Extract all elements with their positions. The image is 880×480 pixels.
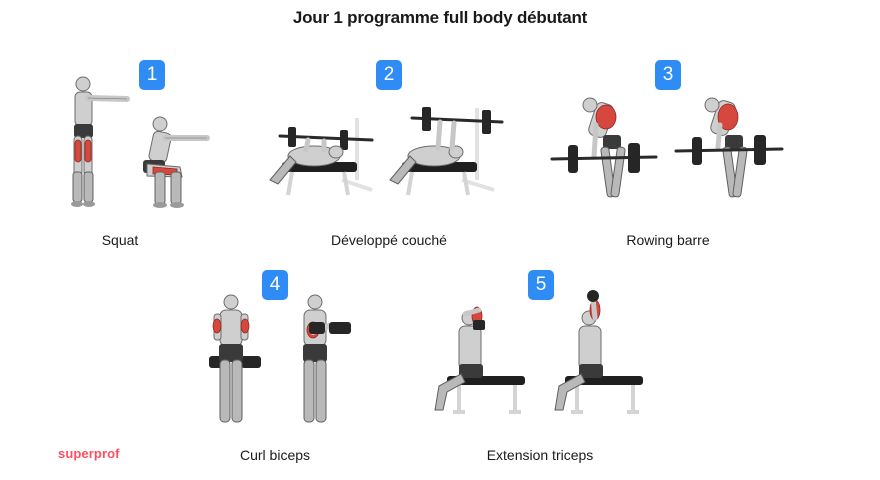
- exercise-label-triceps-extension: Extension triceps: [486, 447, 594, 463]
- biceps-curl-illustration: [209, 294, 351, 423]
- exercise-label-bench-press: Développé couché: [331, 232, 447, 248]
- squat-standing-figure: [71, 76, 130, 207]
- biceps-curl-raised: [303, 294, 351, 423]
- brand-logo: superprof: [58, 446, 120, 461]
- biceps-curl-lowered: [209, 294, 261, 423]
- exercise-number-badge-5: 5: [528, 270, 554, 300]
- squat-lowered-figure: [143, 116, 210, 208]
- exercise-number-badge-1: 1: [139, 60, 165, 90]
- exercise-number-badge-4: 4: [262, 270, 288, 300]
- triceps-extension-raised: [554, 290, 643, 414]
- exercise-label-barbell-row: Rowing barre: [626, 232, 710, 248]
- squat-illustration: [71, 76, 210, 208]
- bench-press-lowered: [269, 118, 374, 196]
- page-title: Jour 1 programme full body débutant: [292, 8, 588, 27]
- barbell-row-lowered: [550, 97, 658, 198]
- exercise-number-badge-2: 2: [376, 60, 402, 90]
- exercise-number-badge-3: 3: [655, 60, 681, 90]
- barbell-row-pulled: [674, 97, 784, 198]
- exercise-label-biceps-curl: Curl biceps: [239, 447, 311, 463]
- bench-press-extended: [389, 107, 504, 196]
- triceps-extension-lowered: [434, 306, 525, 414]
- barbell-row-illustration: [550, 97, 784, 198]
- triceps-extension-illustration: [434, 290, 643, 414]
- bench-press-illustration: [269, 107, 504, 196]
- exercise-label-squat: Squat: [101, 232, 139, 248]
